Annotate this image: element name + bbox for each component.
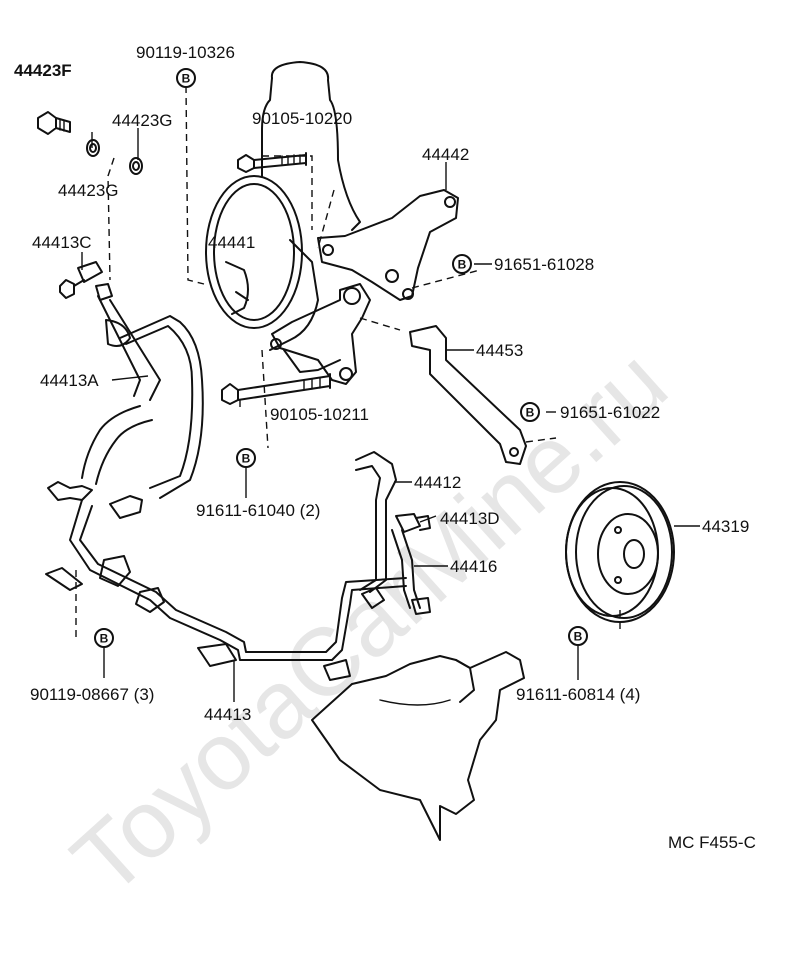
leader-lines — [81, 128, 700, 702]
label-44441: 44441 — [208, 233, 255, 252]
svg-text:B: B — [458, 258, 467, 272]
label-44413A: 44413A — [40, 371, 99, 390]
svg-text:B: B — [242, 452, 251, 466]
steering-gear-housing — [311, 651, 525, 841]
svg-text:B: B — [100, 632, 109, 646]
label-90105-10211: 90105-10211 — [270, 405, 369, 424]
gasket-44423G-a — [86, 139, 100, 157]
hose-44413A — [81, 283, 161, 485]
label-90105-10220: 90105-10220 — [252, 109, 352, 128]
badge-b-91651-61022: B — [520, 402, 540, 422]
label-90119-10326: 90119-10326 — [136, 43, 235, 62]
label-44453: 44453 — [476, 341, 523, 360]
part-labels: 44423F 90119-10326 44423G 44423G 90105-1… — [14, 43, 749, 724]
hose-44412 — [355, 451, 397, 609]
label-44412: 44412 — [414, 473, 461, 492]
clamp-44413C — [59, 261, 103, 299]
badge-b-90119-08667: B — [94, 628, 114, 648]
bolt-90105-10211 — [221, 373, 331, 405]
pulley-44319 — [565, 481, 675, 623]
pressure-tube-44413 — [45, 481, 407, 681]
label-44416: 44416 — [450, 557, 497, 576]
label-91651-61022: 91651-61022 — [560, 403, 660, 422]
union-bolt-44423F — [37, 111, 71, 135]
label-44423G-a: 44423G — [112, 111, 173, 130]
bracket-44442 — [317, 189, 459, 301]
badge-b-91611-60814: B — [568, 626, 588, 646]
label-44413C: 44413C — [32, 233, 92, 252]
badge-b-91611-61040: B — [236, 448, 256, 468]
svg-text:B: B — [182, 72, 191, 86]
figure-code: MC F455-C — [668, 833, 756, 852]
badge-b-91651-61028: B — [452, 254, 472, 274]
badge-b-90119-10326: B — [176, 68, 196, 88]
label-44413D: 44413D — [440, 509, 500, 528]
svg-text:B: B — [574, 630, 583, 644]
label-44319: 44319 — [702, 517, 749, 536]
label-91611-61040: 91611-61040 (2) — [196, 501, 320, 520]
bolt-90105-10220 — [237, 152, 307, 173]
gasket-44423G-b — [129, 157, 143, 175]
label-90119-08667: 90119-08667 (3) — [30, 685, 154, 704]
label-91651-61028: 91651-61028 — [494, 255, 594, 274]
label-91611-60814: 91611-60814 (4) — [516, 685, 640, 704]
badges: B B B B B B — [94, 68, 588, 648]
clamp-44413D — [395, 513, 431, 533]
lower-bracket — [270, 283, 371, 385]
label-44423F: 44423F — [14, 61, 72, 80]
hose-44416 — [391, 529, 431, 615]
reference-dash-lines — [75, 85, 621, 642]
label-44423G-b: 44423G — [58, 181, 119, 200]
return-tube — [119, 315, 204, 499]
svg-text:B: B — [526, 406, 535, 420]
stay-44453 — [409, 325, 527, 465]
label-44413: 44413 — [204, 705, 251, 724]
pump-assembly — [205, 61, 361, 373]
label-44442: 44442 — [422, 145, 469, 164]
